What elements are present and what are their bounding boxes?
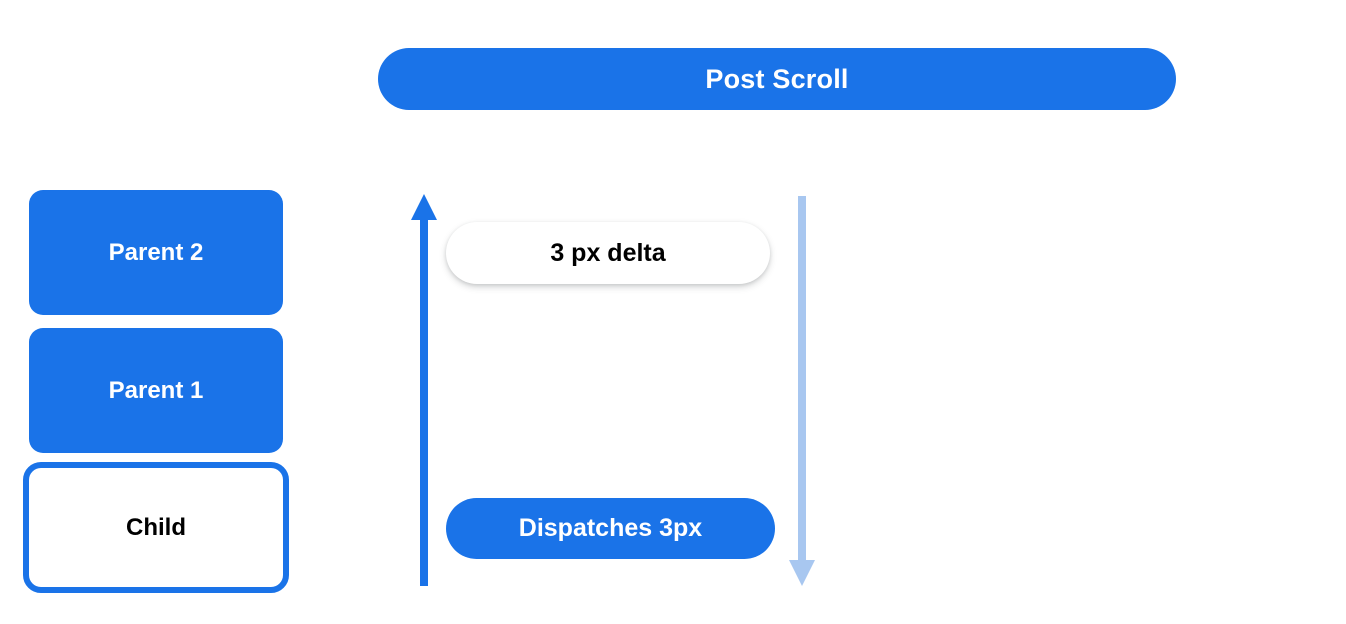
post-scroll-header-pill: Post Scroll <box>378 48 1176 110</box>
box-parent-1: Parent 1 <box>29 328 283 453</box>
delta-annotation-pill: 3 px delta <box>446 222 770 284</box>
scroll-up-arrow-icon <box>411 194 437 586</box>
dispatch-annotation-pill: Dispatches 3px <box>446 498 775 559</box>
box-parent-1-label: Parent 1 <box>108 376 204 404</box>
box-child-label: Child <box>126 513 186 541</box>
post-scroll-header-label: Post Scroll <box>705 63 849 94</box>
scroll-down-arrow-icon <box>789 196 815 586</box>
box-child: Child <box>23 462 289 593</box>
box-parent-2-label: Parent 2 <box>108 238 204 266</box>
box-parent-2: Parent 2 <box>29 190 283 315</box>
dispatch-annotation-label: Dispatches 3px <box>518 514 703 542</box>
delta-annotation-label: 3 px delta <box>550 238 666 267</box>
